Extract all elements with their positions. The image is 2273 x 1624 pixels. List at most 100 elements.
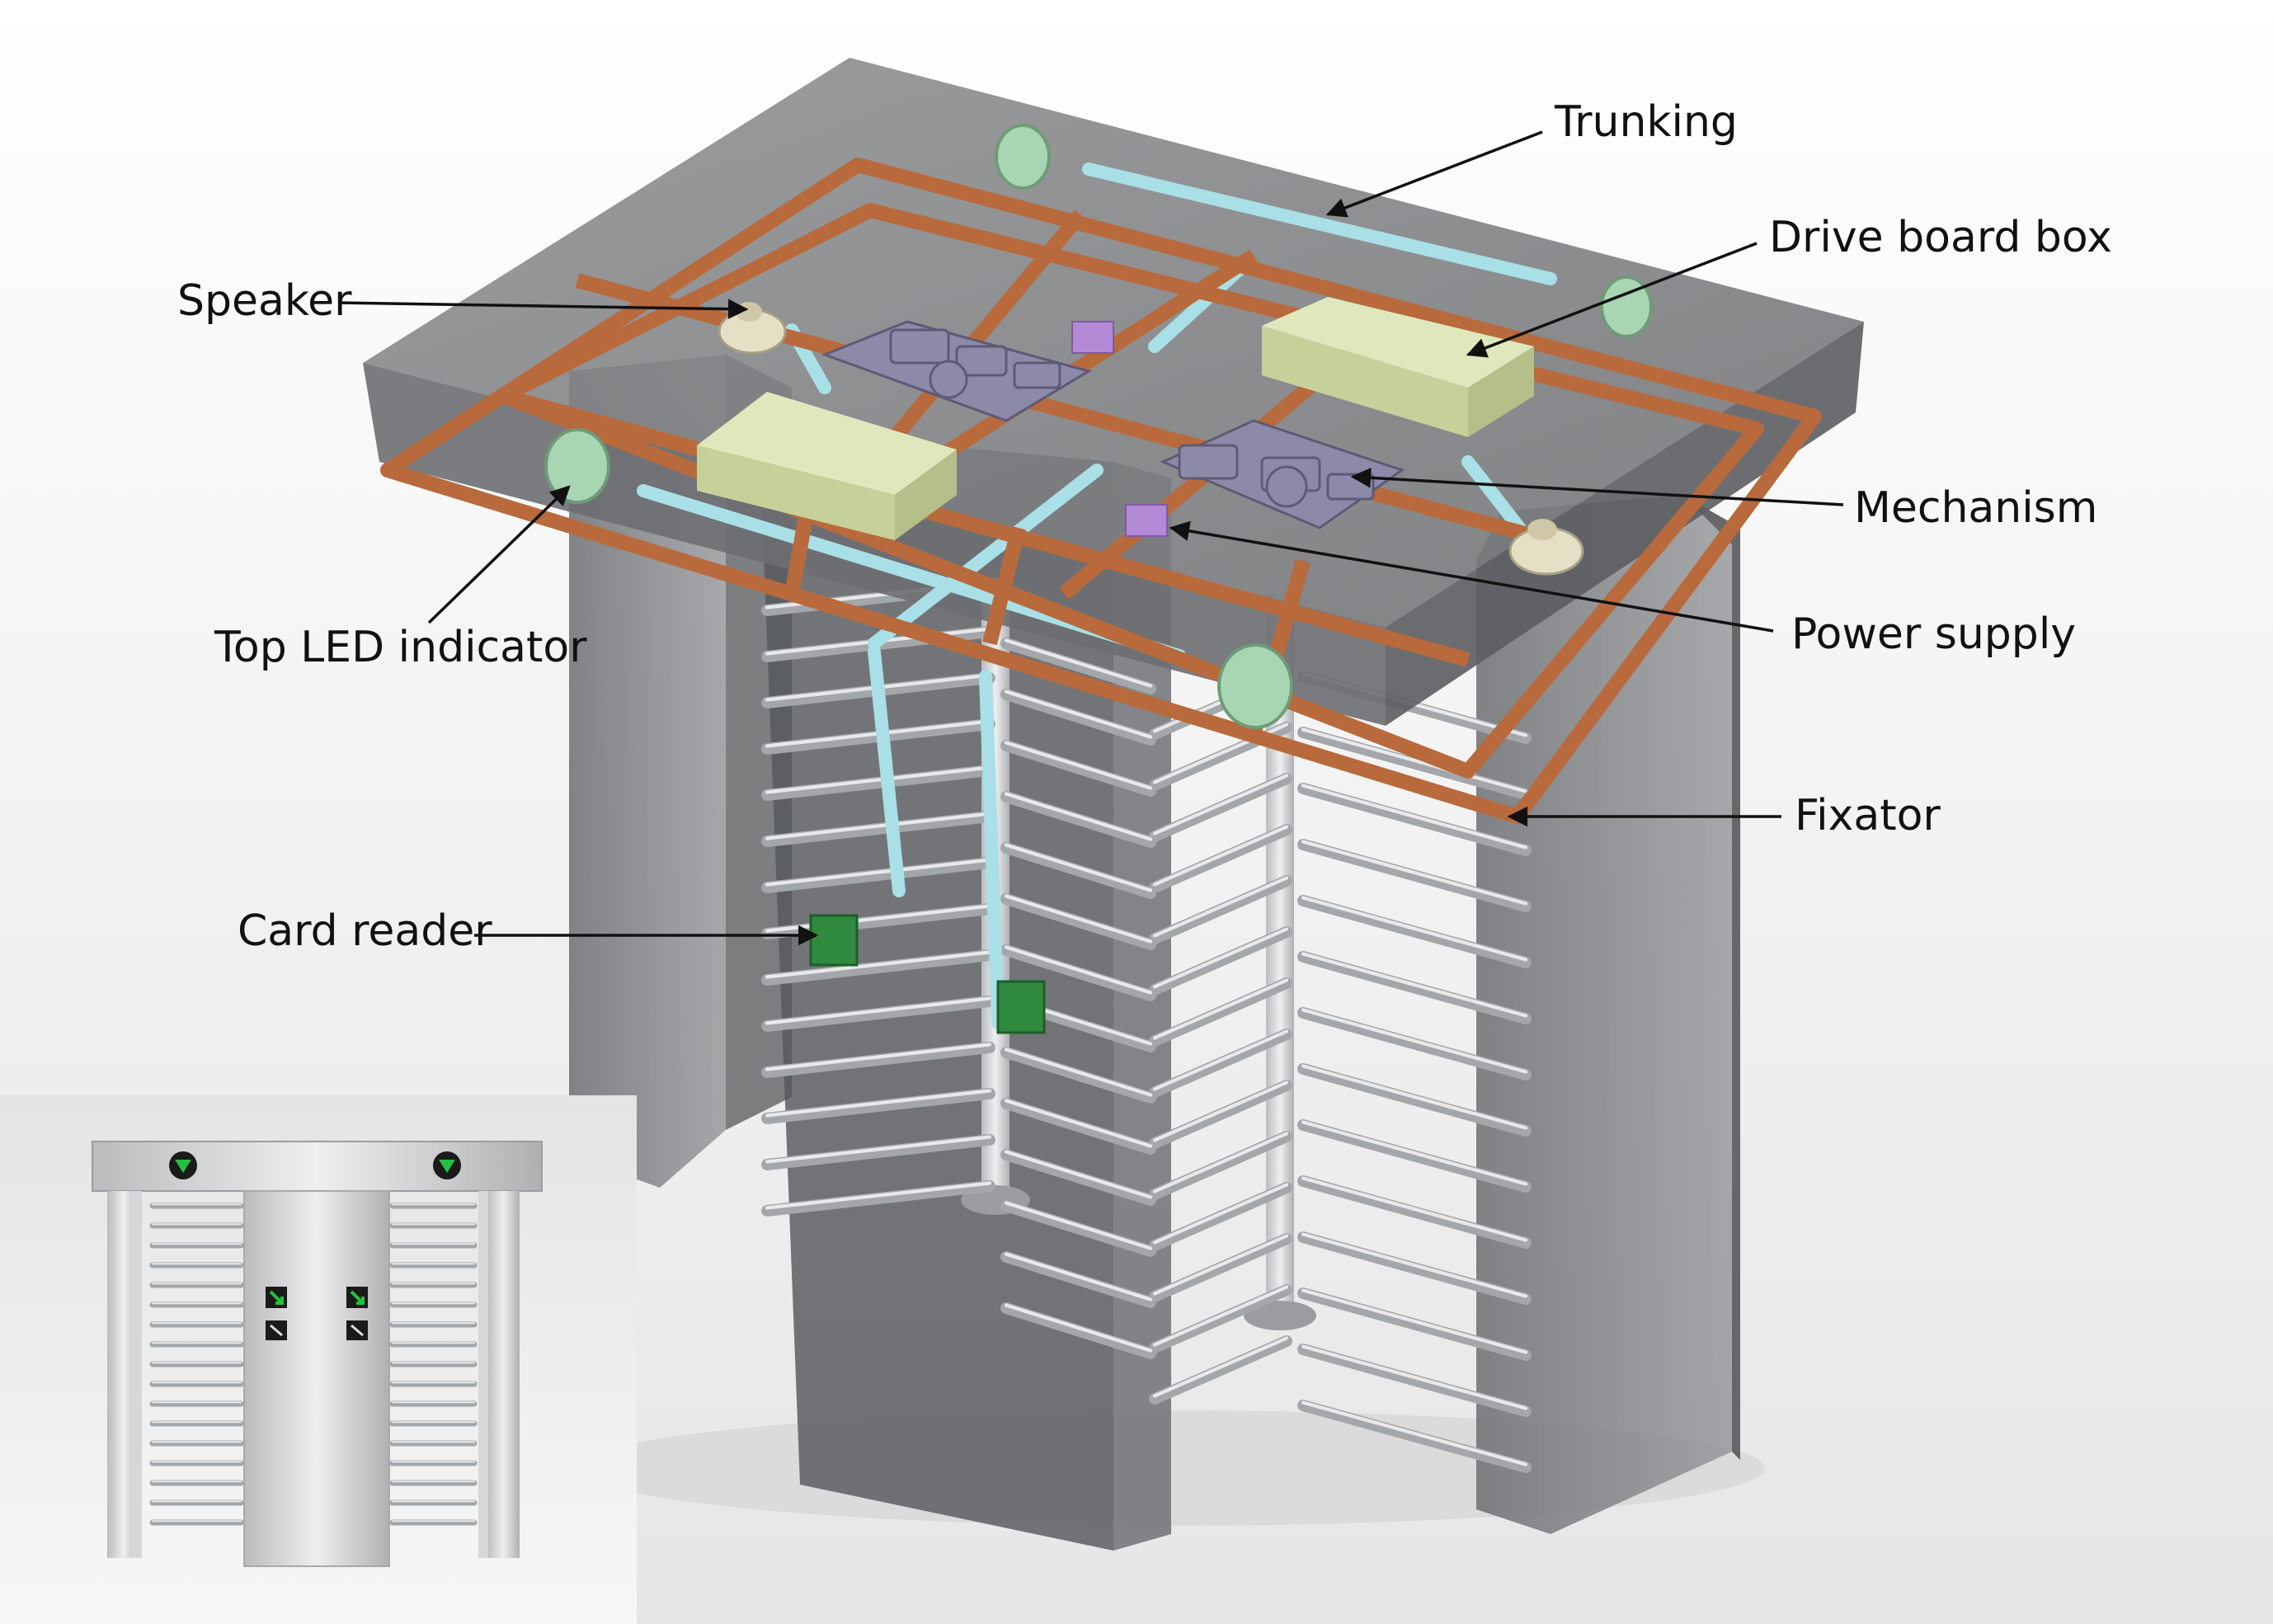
fixed-bar-highlight	[1301, 1400, 1528, 1466]
fixed-bar-highlight	[1301, 1008, 1528, 1074]
rotor-bar-highlight	[1152, 1336, 1289, 1398]
rotor-bar-highlight	[765, 765, 992, 794]
fixed-bar-highlight	[1301, 1232, 1528, 1298]
rotor-bar-highlight	[1152, 1183, 1289, 1245]
rotor-bars-center	[1000, 638, 1292, 1405]
label-mechanism: Mechanism	[1854, 483, 2097, 533]
rotor-bar-highlight	[1004, 792, 1153, 841]
rotor-bar-highlight	[1004, 1150, 1153, 1199]
rotor-bar-highlight	[765, 1135, 992, 1164]
label-speaker: Speaker	[177, 276, 352, 326]
rotor-bar-highlight	[1152, 978, 1289, 1040]
rotor-bar	[761, 857, 995, 893]
fixed-bar	[1297, 727, 1532, 800]
rotor-bar-highlight	[765, 812, 992, 840]
rotor-bar	[1149, 977, 1292, 1047]
fixed-bar-highlight	[1301, 1344, 1528, 1410]
fixed-bar	[1297, 1007, 1532, 1080]
fixed-bar-highlight	[1301, 840, 1528, 906]
rotor-bar-highlight	[1152, 1285, 1289, 1347]
rotor-bar	[1149, 824, 1292, 893]
fixed-bar	[1297, 1344, 1532, 1417]
rotor-bar	[1000, 1047, 1156, 1104]
rotor-bar-highlight	[765, 996, 992, 1025]
fixed-bar-highlight	[1301, 952, 1528, 1018]
right-housing-panel	[1476, 495, 1732, 1534]
power-supply-front	[1125, 504, 1168, 537]
led-indicator-icon	[544, 428, 610, 504]
power-supply-rear	[1071, 321, 1114, 354]
rotor-bar	[1149, 1080, 1292, 1149]
rotor-bar	[1000, 638, 1156, 694]
rotor-bar-highlight	[1004, 638, 1153, 688]
led-indicator-icon	[1600, 275, 1653, 338]
fixed-bar	[1297, 783, 1532, 856]
rotor-bar-highlight	[1152, 825, 1289, 887]
label-power-supply: Power supply	[1791, 610, 2076, 659]
forbidden-icon	[266, 1320, 287, 1340]
rotor-bar-highlight	[765, 1043, 992, 1071]
rotor-bar	[761, 811, 995, 847]
rotor-bar	[761, 1088, 995, 1124]
rotor-bar	[761, 1134, 995, 1170]
fixed-bar	[1297, 839, 1532, 912]
fixed-bar	[1297, 1287, 1532, 1361]
label-fixator: Fixator	[1795, 791, 1941, 840]
label-drive-board-box: Drive board box	[1769, 213, 2112, 262]
arrow-down-icon	[169, 1151, 197, 1179]
mechanism-right	[1160, 419, 1405, 530]
fixed-bar	[1297, 1119, 1532, 1193]
rotor-bar-highlight	[1152, 1234, 1289, 1296]
label-trunking: Trunking	[1554, 97, 1738, 147]
label-top-led-indicator: Top LED indicator	[214, 623, 587, 672]
fixed-bar-highlight	[1301, 727, 1528, 793]
diagonal-arrow-icon	[346, 1287, 368, 1308]
fixed-bars-right	[1297, 671, 1532, 1473]
rotor-bar	[1000, 944, 1156, 1001]
rotor-bar-highlight	[1004, 843, 1153, 892]
drive-board-box-left	[697, 392, 957, 540]
center-housing-panel	[759, 429, 1113, 1551]
rotor-bar	[1000, 1251, 1156, 1308]
rotor-bar-highlight	[1004, 1201, 1153, 1250]
forbidden-icon	[346, 1320, 368, 1340]
rotor-bar-highlight	[1004, 1099, 1153, 1148]
inset-bars	[149, 1203, 478, 1526]
rotor-bar	[1000, 1200, 1156, 1257]
rotor-bar	[761, 996, 995, 1032]
fixed-bar-highlight	[1301, 896, 1528, 962]
callouts: Trunking Drive board box Speaker Mechani…	[177, 97, 2112, 956]
rotor-bar-highlight	[1152, 1080, 1289, 1142]
rotor-bar-highlight	[1004, 741, 1153, 790]
fixed-bar-highlight	[1301, 1120, 1528, 1186]
fixed-bar	[1297, 1400, 1532, 1473]
rotor-bar-highlight	[1152, 927, 1289, 989]
rotor-bar-highlight	[1004, 1252, 1153, 1302]
drive-board-box-right	[1262, 297, 1534, 437]
rotor-bar	[1000, 1302, 1156, 1359]
arrow-down-icon	[433, 1151, 461, 1179]
rotor-bar	[1149, 926, 1292, 996]
rotor-bar	[761, 765, 995, 801]
rotor-bar-highlight	[765, 1089, 992, 1118]
diagonal-arrow-icon	[266, 1287, 287, 1308]
rotor-bars-left	[761, 580, 995, 1217]
rotor-bar	[1149, 1182, 1292, 1251]
fixed-bar	[1297, 1231, 1532, 1305]
rotor-bar-highlight	[765, 1181, 992, 1210]
mechanism-left	[821, 320, 1092, 422]
led-indicator-icon	[1217, 643, 1293, 729]
fixed-bar	[1297, 1175, 1532, 1249]
fixed-bar	[1297, 1063, 1532, 1137]
rotor-bar	[1000, 791, 1156, 848]
rotor-bar	[1149, 773, 1292, 842]
speaker-icon	[1508, 519, 1584, 576]
led-indicator-icon	[995, 124, 1051, 190]
fixed-bar	[1297, 951, 1532, 1024]
rotor-bar-highlight	[765, 950, 992, 979]
rotor-bar	[761, 1042, 995, 1078]
turnstile-render	[363, 58, 1864, 1551]
rotor-bar-highlight	[1004, 1047, 1153, 1097]
inset-product-photo	[0, 1095, 637, 1624]
